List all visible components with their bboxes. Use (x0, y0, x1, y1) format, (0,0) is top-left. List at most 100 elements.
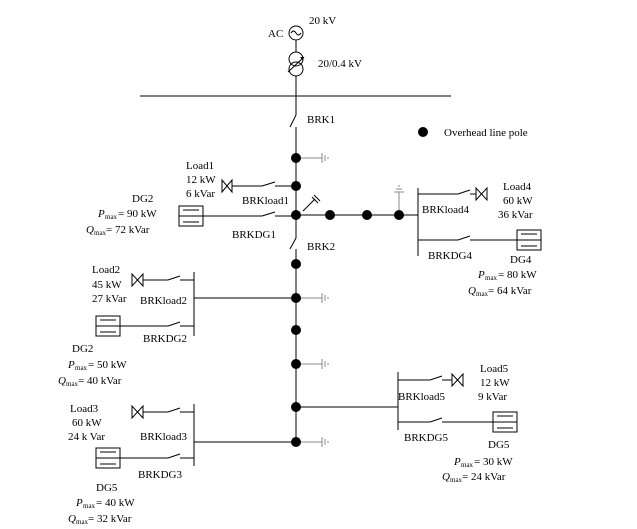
brkdg3-switch (167, 453, 181, 459)
load5-name: Load5 (480, 363, 509, 375)
pole (325, 210, 335, 220)
brkload1-switch (261, 181, 276, 187)
q-symbol: Q (68, 513, 76, 525)
brkload2-label: BRKload2 (140, 295, 187, 307)
source-voltage: 20 kV (309, 15, 336, 27)
brkload1-label: BRKload1 (242, 195, 289, 207)
ground-icon (301, 437, 329, 447)
brkload4-label: BRKload4 (422, 204, 470, 216)
brkdg4-label: BRKDG4 (428, 250, 473, 262)
dg-lower-left-pmax: = 40 kW (96, 497, 135, 509)
brkdg4-switch (457, 235, 471, 241)
brkload4-switch (457, 189, 471, 195)
load1-icon (221, 178, 233, 194)
max-subscript: max (76, 518, 89, 526)
pole (362, 210, 372, 220)
load1-name: Load1 (186, 160, 214, 172)
brk2-label: BRK2 (307, 241, 335, 253)
dg-mid-left-qmax: = 40 kVar (78, 375, 122, 387)
ac-source (288, 25, 304, 41)
dg-upper-left-pmax: = 90 kW (118, 208, 157, 220)
brkdg1-label: BRKDG1 (232, 229, 276, 241)
brk1-switch (289, 114, 297, 128)
ground-icon (301, 359, 329, 369)
brkload5-label: BRKload5 (398, 391, 446, 403)
dg-upper-left-icon (178, 205, 204, 227)
p-symbol: P (453, 456, 461, 468)
max-subscript: max (66, 380, 79, 388)
dg-mid-left-pmax: = 50 kW (88, 359, 127, 371)
max-subscript: max (75, 364, 88, 372)
dg5-icon (492, 411, 518, 433)
brk1-label: BRK1 (307, 114, 335, 126)
load3-icon (131, 404, 144, 420)
dg4-qmax: = 64 kVar (488, 285, 532, 297)
q-symbol: Q (468, 285, 476, 297)
dg-lower-left-qmax: = 32 kVar (88, 513, 132, 525)
legend-label: Overhead line pole (444, 127, 528, 139)
dg4-pmax: = 80 kW (498, 269, 537, 281)
load3-p: 60 kW (72, 417, 102, 429)
load3-q: 24 k Var (68, 431, 105, 443)
p-symbol: P (75, 497, 83, 509)
p-symbol: P (477, 269, 485, 281)
ground-icon (301, 293, 329, 303)
max-subscript: max (485, 274, 498, 282)
dg-upper-left-qmax: = 72 kVar (106, 224, 150, 236)
dg-upper-left-name: DG2 (132, 193, 153, 205)
max-subscript: max (94, 229, 107, 237)
pole (291, 153, 301, 163)
brkload3-label: BRKload3 (140, 431, 188, 443)
load4-name: Load4 (503, 181, 532, 193)
q-symbol: Q (442, 471, 450, 483)
brkdg5-label: BRKDG5 (404, 432, 449, 444)
load2-q: 27 kVar (92, 293, 127, 305)
brkload5-switch (429, 375, 443, 381)
branch-switch (302, 198, 316, 212)
load2-icon (131, 272, 144, 288)
load5-q: 9 kVar (478, 391, 507, 403)
load2-name: Load2 (92, 264, 120, 276)
load4-p: 60 kW (503, 195, 533, 207)
dg5-qmax: = 24 kVar (462, 471, 506, 483)
brkdg3-label: BRKDG3 (138, 469, 183, 481)
load4-icon (475, 186, 488, 202)
brkdg2-switch (167, 321, 181, 327)
max-subscript: max (83, 502, 96, 510)
brkload3-switch (167, 407, 181, 413)
pole (394, 210, 404, 220)
p-symbol: P (97, 208, 105, 220)
legend-pole-marker (418, 127, 428, 137)
max-subscript: max (476, 290, 489, 298)
max-subscript: max (450, 476, 463, 484)
load2-p: 45 kW (92, 279, 122, 291)
dg4-name: DG4 (510, 254, 532, 266)
brk2-switch (289, 237, 297, 250)
load5-icon (451, 372, 464, 388)
q-symbol: Q (58, 375, 66, 387)
pole (291, 325, 301, 335)
brkdg5-switch (429, 417, 443, 423)
dg4-icon (516, 229, 542, 251)
q-symbol: Q (86, 224, 94, 236)
transformer (287, 51, 305, 77)
dg5-name: DG5 (488, 439, 510, 451)
brkdg1-switch (261, 211, 276, 217)
dg-lower-left-icon (95, 447, 121, 469)
pole (291, 359, 301, 369)
dg-mid-left-name: DG2 (72, 343, 93, 355)
ground-icon (301, 153, 329, 163)
load1-q: 6 kVar (186, 188, 215, 200)
brkdg2-label: BRKDG2 (143, 333, 187, 345)
load5-p: 12 kW (480, 377, 510, 389)
transformer-rating: 20/0.4 kV (318, 58, 362, 70)
max-subscript: max (461, 461, 474, 469)
p-symbol: P (67, 359, 75, 371)
load3-name: Load3 (70, 403, 99, 415)
pole (291, 259, 301, 269)
brkload2-switch (167, 275, 181, 281)
ground-icon (394, 185, 404, 210)
max-subscript: max (105, 213, 118, 221)
load1-p: 12 kW (186, 174, 216, 186)
